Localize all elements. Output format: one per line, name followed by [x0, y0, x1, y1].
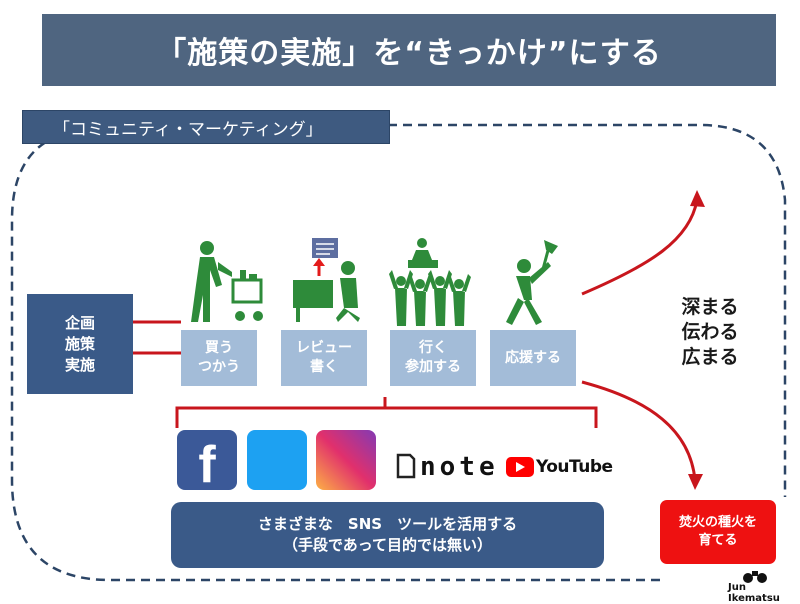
facebook-letter: f — [198, 436, 216, 494]
arrow-up-head — [690, 190, 705, 207]
dashed-frame — [10, 123, 787, 582]
title-bar: 「施策の実施」を“きっかけ”にする — [42, 14, 776, 86]
facebook-logo: f — [177, 430, 237, 494]
arrow-up-curve — [581, 199, 699, 296]
action-label: 買う — [205, 340, 233, 356]
action-buy-box: 買う つかう — [181, 330, 257, 386]
sns-box: さまざまな SNS ツールを活用する （手段であって目的では無い） — [171, 502, 604, 568]
outcome-line: 深まる — [681, 296, 739, 318]
note-logo-text: note — [420, 452, 499, 482]
action-label: つかう — [198, 359, 240, 375]
action-label: 応援する — [505, 349, 561, 366]
sns-line: （手段であって目的では無い） — [282, 536, 493, 554]
bracket — [175, 397, 598, 428]
plan-line: 実施 — [64, 355, 95, 374]
outcomes-text: 深まる 伝わる 広まる — [670, 295, 750, 370]
note-mark — [396, 453, 416, 479]
action-label: 書く — [310, 359, 338, 375]
sns-line: さまざまな SNS ツールを活用する — [257, 515, 518, 533]
shopping-person-icon — [191, 241, 263, 322]
arrow-down-head — [688, 474, 703, 490]
page-title: 「施策の実施」を“きっかけ”にする — [156, 36, 662, 71]
action-label: 行く — [419, 340, 447, 356]
outcome-line: 広まる — [681, 346, 739, 368]
action-label: レビュー — [296, 340, 352, 356]
author-signature: Jun Ikematsu — [728, 582, 780, 604]
event-crowd-icon — [389, 238, 471, 326]
action-label: 参加する — [405, 359, 461, 375]
plan-line: 企画 — [64, 313, 95, 332]
binoculars-icon — [743, 571, 767, 583]
plan-line: 施策 — [64, 334, 95, 353]
spark-line: 焚火の種火を — [678, 515, 757, 530]
action-participate-box: 行く 参加する — [390, 330, 476, 386]
plan-box: 企画 施策 実施 — [27, 294, 133, 394]
twitter-logo — [247, 430, 307, 490]
action-support-box: 応援する — [490, 330, 576, 386]
section-label: 「コミュニティ・マーケティング」 — [22, 110, 390, 144]
flag-supporter-icon — [506, 240, 558, 325]
instagram-logo — [316, 430, 376, 490]
action-review-box: レビュー 書く — [281, 330, 367, 386]
youtube-play-triangle — [516, 462, 525, 472]
arrow-down-curve — [581, 380, 697, 481]
spark-box: 焚火の種火を 育てる — [660, 500, 776, 564]
youtube-logo-text: YouTube — [536, 457, 613, 477]
reviewer-desk-icon — [293, 238, 360, 322]
section-label-text: 「コミュニティ・マーケティング」 — [53, 119, 323, 140]
spark-line: 育てる — [698, 533, 738, 548]
outcome-line: 伝わる — [681, 321, 739, 343]
